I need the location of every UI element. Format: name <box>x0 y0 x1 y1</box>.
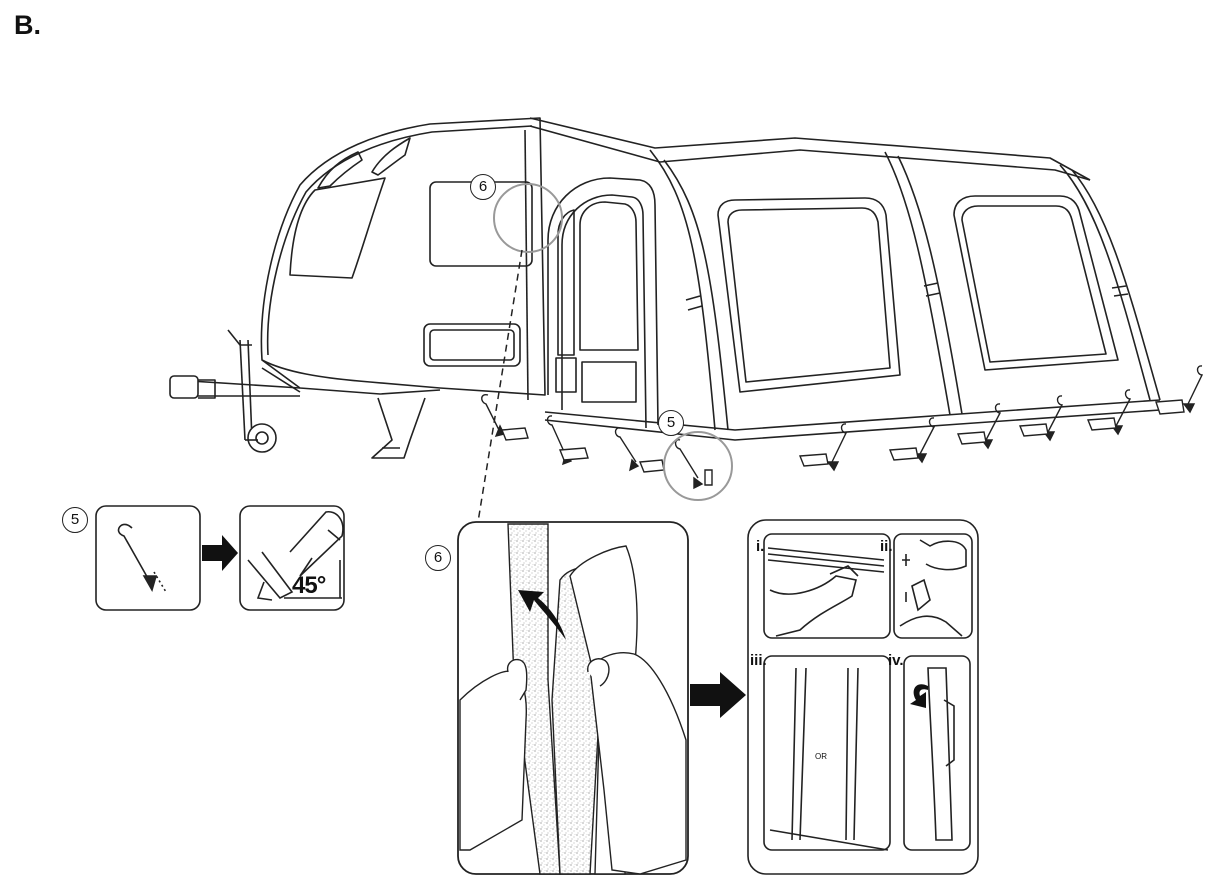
arrow-right-icon <box>202 535 238 571</box>
peg-icon <box>481 365 1204 490</box>
leader-line <box>477 249 523 523</box>
hands-illustration <box>457 521 689 875</box>
step-ii-label: ii. <box>880 538 893 555</box>
detail-circle-5 <box>663 431 733 501</box>
callout-6: 6 <box>470 174 496 200</box>
arrow-right-icon <box>690 672 746 718</box>
peg-detail-panel <box>95 505 345 611</box>
callout-6-detail: 6 <box>425 545 451 571</box>
section-title: B. <box>14 10 41 40</box>
curved-arrow-icon <box>518 590 566 640</box>
callout-5-detail: 5 <box>62 507 88 533</box>
step-iii-label: iii. <box>750 652 767 669</box>
or-label: OR <box>815 752 827 761</box>
step-i-label: i. <box>756 538 765 555</box>
detail-circle-6 <box>493 183 563 253</box>
step-iv-label: iv. <box>888 652 904 669</box>
awning-illustration <box>529 117 1161 441</box>
caravan-illustration <box>169 117 546 459</box>
peg-angle-label: 45° <box>292 572 326 599</box>
callout-5: 5 <box>658 410 684 436</box>
curved-arrow-icon <box>910 684 928 708</box>
joining-detail-panel <box>747 519 979 875</box>
